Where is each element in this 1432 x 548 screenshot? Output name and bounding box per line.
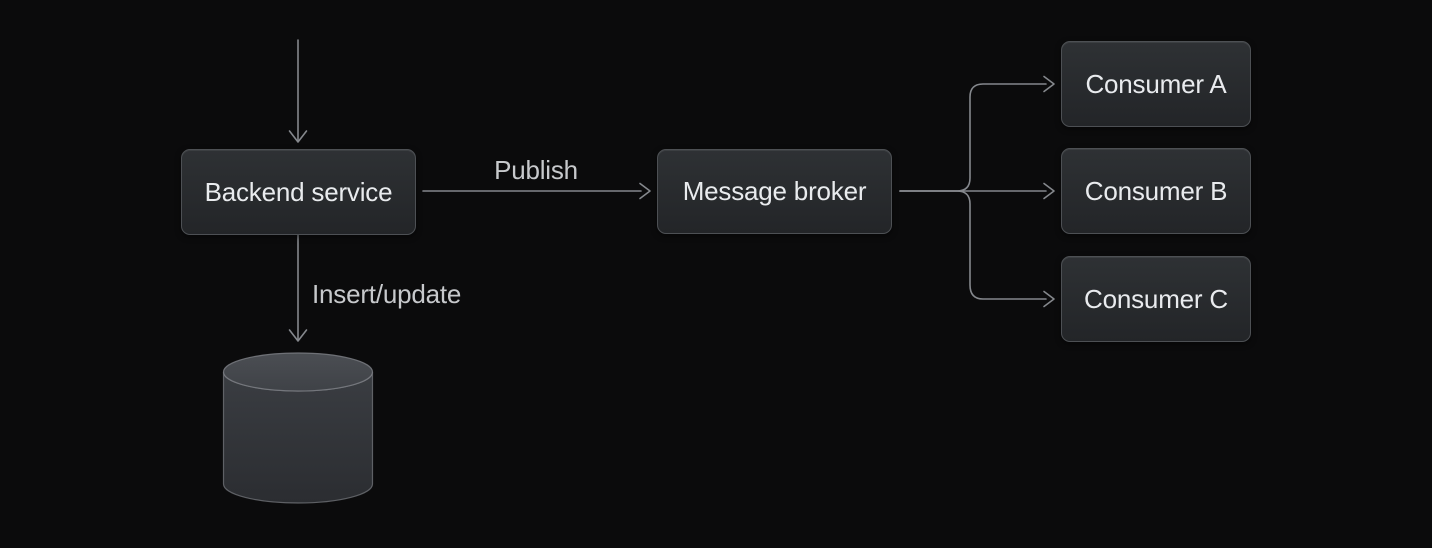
node-consumer-c: Consumer C (1061, 256, 1251, 342)
edge-label-publish: Publish (494, 155, 578, 185)
database-top (222, 352, 374, 392)
node-backend-service: Backend service (181, 149, 416, 235)
edge-label-insert-update: Insert/update (312, 279, 462, 309)
arrowhead-right-icon (1043, 75, 1055, 93)
arrowhead-right-icon (1043, 290, 1055, 308)
arrowhead-right-icon (1043, 182, 1055, 200)
arrowhead-down-icon (288, 130, 308, 143)
edge-broker-consumer-a (899, 83, 1047, 192)
node-consumer-a: Consumer A (1061, 41, 1251, 127)
arrowhead-right-icon (639, 182, 651, 200)
database-body (222, 371, 374, 504)
database-cylinder-icon (222, 352, 374, 504)
node-consumer-b: Consumer B (1061, 148, 1251, 234)
arrowhead-down-icon (288, 329, 308, 342)
edge-broker-consumer-c (899, 190, 1047, 300)
node-message-broker: Message broker (657, 149, 892, 234)
